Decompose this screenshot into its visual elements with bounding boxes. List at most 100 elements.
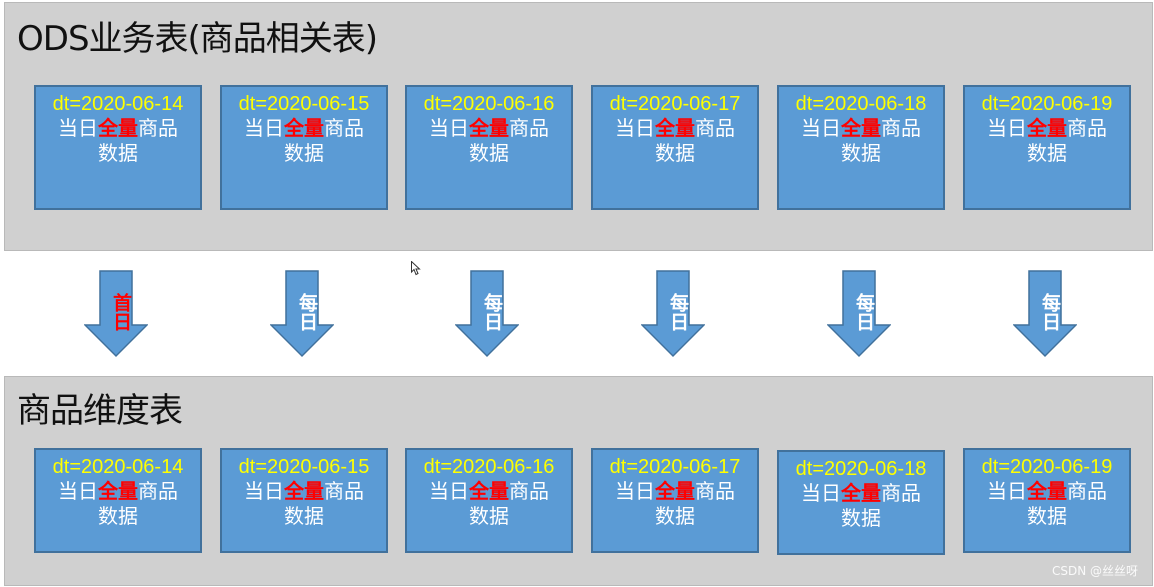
desc-prefix: 当日 <box>429 481 469 503</box>
partition-date: dt=2020-06-14 <box>52 93 184 115</box>
watermark: CSDN @丝丝呀 <box>1051 564 1138 578</box>
ods-partition-box: dt=2020-06-17 当日全量商品 数据 <box>591 85 759 210</box>
desc-highlight: 全量 <box>655 481 695 503</box>
desc-suffix: 商品 <box>138 481 178 503</box>
partition-desc: 当日全量商品 <box>222 480 386 505</box>
load-arrow-daily: 每日 <box>1013 270 1077 358</box>
desc-prefix: 当日 <box>429 118 469 140</box>
ods-partition-box: dt=2020-06-19 当日全量商品 数据 <box>963 85 1131 210</box>
partition-date: dt=2020-06-19 <box>981 456 1113 478</box>
load-arrow-daily: 每日 <box>827 270 891 358</box>
desc-highlight: 全量 <box>655 118 695 140</box>
partition-date: dt=2020-06-17 <box>609 456 741 478</box>
mouse-cursor-icon <box>411 261 421 276</box>
partition-desc-line2: 数据 <box>841 508 881 530</box>
partition-desc-line2: 数据 <box>1027 506 1067 528</box>
down-arrow-icon <box>641 270 705 358</box>
partition-desc-line2: 数据 <box>655 506 695 528</box>
desc-highlight: 全量 <box>841 483 881 505</box>
ods-business-table-panel: ODS业务表(商品相关表) dt=2020-06-14 当日全量商品 数据 dt… <box>4 2 1153 251</box>
desc-prefix: 当日 <box>244 118 284 140</box>
ods-partition-box: dt=2020-06-14 当日全量商品 数据 <box>34 85 202 210</box>
partition-desc-line2: 数据 <box>284 143 324 165</box>
down-arrow-icon <box>270 270 334 358</box>
desc-suffix: 商品 <box>881 483 921 505</box>
partition-desc-line2: 数据 <box>841 143 881 165</box>
desc-suffix: 商品 <box>509 118 549 140</box>
partition-date: dt=2020-06-16 <box>423 93 555 115</box>
arrow-label: 首日 <box>110 293 132 331</box>
partition-desc: 当日全量商品 <box>36 480 200 505</box>
desc-highlight: 全量 <box>469 118 509 140</box>
desc-suffix: 商品 <box>324 481 364 503</box>
partition-date: dt=2020-06-15 <box>238 456 370 478</box>
desc-prefix: 当日 <box>801 483 841 505</box>
desc-highlight: 全量 <box>841 118 881 140</box>
partition-desc: 当日全量商品 <box>593 480 757 505</box>
desc-suffix: 商品 <box>695 118 735 140</box>
partition-date: dt=2020-06-18 <box>795 93 927 115</box>
desc-prefix: 当日 <box>987 481 1027 503</box>
arrow-label: 每日 <box>481 293 503 331</box>
desc-prefix: 当日 <box>615 118 655 140</box>
dim-partition-box: dt=2020-06-16 当日全量商品 数据 <box>405 448 573 553</box>
partition-desc-line2: 数据 <box>98 506 138 528</box>
desc-highlight: 全量 <box>284 118 324 140</box>
partition-desc: 当日全量商品 <box>593 117 757 142</box>
arrow-label: 每日 <box>667 293 689 331</box>
partition-desc-line2: 数据 <box>284 506 324 528</box>
partition-desc: 当日全量商品 <box>965 117 1129 142</box>
desc-suffix: 商品 <box>509 481 549 503</box>
desc-prefix: 当日 <box>58 481 98 503</box>
desc-highlight: 全量 <box>98 481 138 503</box>
ods-partition-box: dt=2020-06-15 当日全量商品 数据 <box>220 85 388 210</box>
partition-desc-line2: 数据 <box>98 143 138 165</box>
desc-highlight: 全量 <box>469 481 509 503</box>
desc-suffix: 商品 <box>881 118 921 140</box>
product-dimension-table-panel: 商品维度表 dt=2020-06-14 当日全量商品 数据 dt=2020-06… <box>4 376 1153 586</box>
partition-desc-line2: 数据 <box>469 506 509 528</box>
partition-date: dt=2020-06-16 <box>423 456 555 478</box>
partition-date: dt=2020-06-18 <box>795 458 927 480</box>
partition-desc: 当日全量商品 <box>965 480 1129 505</box>
dim-partition-box: dt=2020-06-17 当日全量商品 数据 <box>591 448 759 553</box>
arrow-label: 每日 <box>853 293 875 331</box>
partition-date: dt=2020-06-17 <box>609 93 741 115</box>
dim-partition-box: dt=2020-06-15 当日全量商品 数据 <box>220 448 388 553</box>
desc-prefix: 当日 <box>987 118 1027 140</box>
partition-date: dt=2020-06-15 <box>238 93 370 115</box>
load-arrow-first-day: 首日 <box>84 270 148 358</box>
desc-highlight: 全量 <box>98 118 138 140</box>
desc-prefix: 当日 <box>801 118 841 140</box>
partition-desc: 当日全量商品 <box>407 117 571 142</box>
load-arrow-daily: 每日 <box>270 270 334 358</box>
partition-desc-line2: 数据 <box>469 143 509 165</box>
partition-desc-line2: 数据 <box>1027 143 1067 165</box>
dim-partition-box: dt=2020-06-14 当日全量商品 数据 <box>34 448 202 553</box>
down-arrow-icon <box>455 270 519 358</box>
ods-partition-box: dt=2020-06-18 当日全量商品 数据 <box>777 85 945 210</box>
desc-highlight: 全量 <box>1027 118 1067 140</box>
partition-desc: 当日全量商品 <box>222 117 386 142</box>
load-arrow-daily: 每日 <box>641 270 705 358</box>
partition-desc: 当日全量商品 <box>779 117 943 142</box>
desc-prefix: 当日 <box>58 118 98 140</box>
ods-partition-box: dt=2020-06-16 当日全量商品 数据 <box>405 85 573 210</box>
partition-date: dt=2020-06-19 <box>981 93 1113 115</box>
dim-partition-box: dt=2020-06-19 当日全量商品 数据 <box>963 448 1131 553</box>
partition-desc: 当日全量商品 <box>779 482 943 507</box>
arrow-label: 每日 <box>1039 293 1061 331</box>
desc-suffix: 商品 <box>138 118 178 140</box>
down-arrow-icon <box>84 270 148 358</box>
arrow-label: 每日 <box>296 293 318 331</box>
desc-suffix: 商品 <box>1067 481 1107 503</box>
load-arrow-daily: 每日 <box>455 270 519 358</box>
desc-suffix: 商品 <box>1067 118 1107 140</box>
down-arrow-icon <box>1013 270 1077 358</box>
dim-panel-title: 商品维度表 <box>17 391 183 431</box>
partition-desc: 当日全量商品 <box>36 117 200 142</box>
desc-prefix: 当日 <box>244 481 284 503</box>
desc-highlight: 全量 <box>284 481 324 503</box>
desc-suffix: 商品 <box>324 118 364 140</box>
ods-panel-title: ODS业务表(商品相关表) <box>17 19 378 59</box>
